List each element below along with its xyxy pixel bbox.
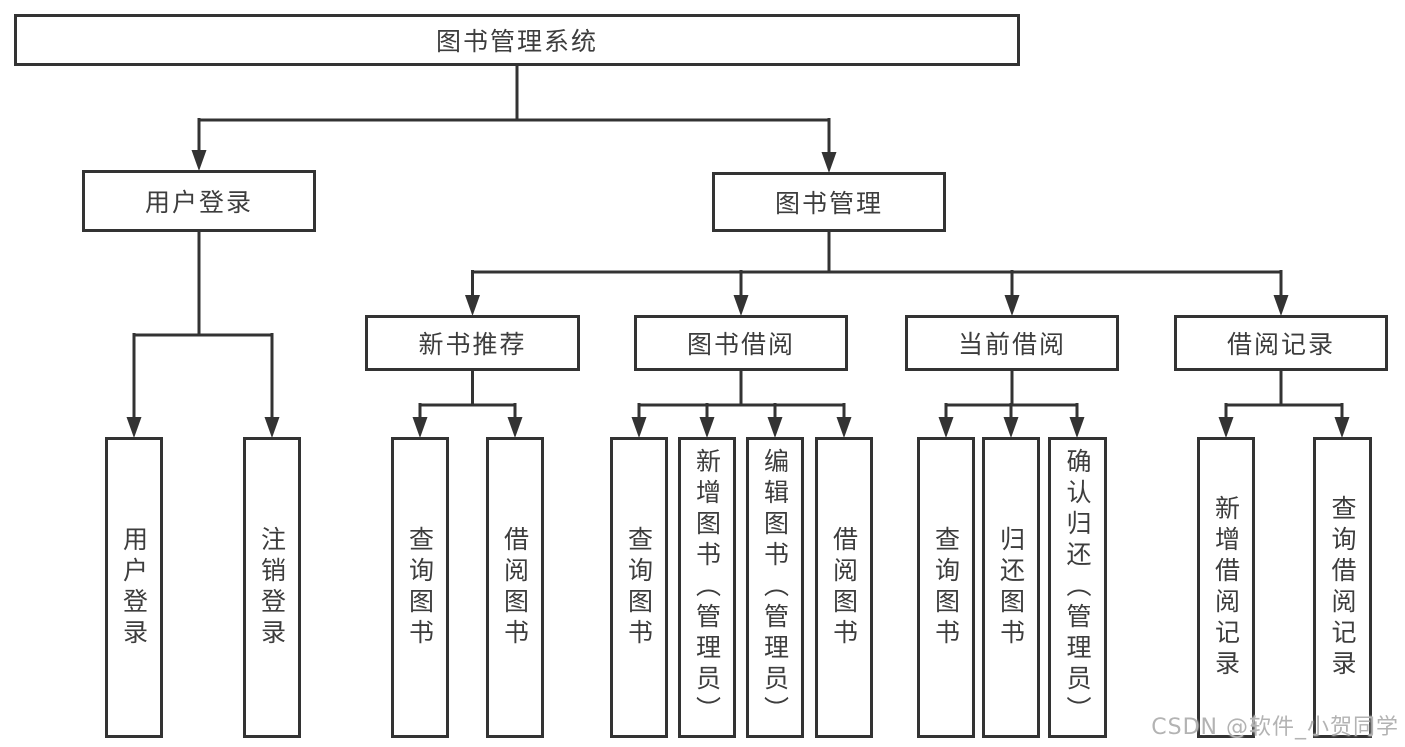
leaf-user-login: 用户登录 [105,437,163,738]
leaf-add-books-admin: 新增图书（管理员） [678,437,736,738]
leaf-label: 确认归还（管理员） [1063,448,1092,727]
leaf-label: 借阅图书 [500,525,530,650]
connectors-level3-to-leaves [418,370,1344,419]
leaf-query-books-recommend: 查询图书 [391,437,449,738]
leaf-label: 借阅图书 [829,525,859,650]
leaf-borrow-books: 借阅图书 [815,437,873,738]
leaf-label: 归还图书 [996,525,1026,650]
leaf-confirm-return-admin: 确认归还（管理员） [1048,437,1107,738]
leaf-return-books: 归还图书 [982,437,1040,738]
leaf-label: 查询图书 [624,525,654,650]
leaf-label: 新增图书（管理员） [692,448,722,727]
node-new-book-recommend: 新书推荐 [365,315,580,371]
leaf-label: 查询图书 [405,525,435,650]
connector-bookmgmt-to-level3 [471,232,1283,297]
node-book-management: 图书管理 [712,172,946,232]
leaf-label: 注销登录 [257,525,287,650]
leaf-add-borrow-record: 新增借阅记录 [1197,437,1255,738]
arrowheads-level2 [191,150,837,173]
node-current-borrowing: 当前借阅 [905,315,1119,371]
leaf-label: 查询借阅记录 [1328,494,1357,681]
leaf-borrow-books-recommend: 借阅图书 [486,437,544,738]
leaf-label: 查询图书 [931,525,961,650]
connector-root-to-level2 [197,66,831,154]
node-borrowing-records: 借阅记录 [1174,315,1388,371]
leaf-query-books-current: 查询图书 [917,437,975,738]
leaf-edit-books-admin: 编辑图书（管理员） [746,437,804,738]
csdn-watermark: CSDN @软件_小贺同学 [1151,715,1399,740]
node-root-system: 图书管理系统 [14,14,1020,66]
leaf-label: 用户登录 [119,525,149,650]
arrowheads-leaves [126,417,1350,438]
leaf-label: 编辑图书（管理员） [760,448,790,727]
leaf-query-books-borrowing: 查询图书 [610,437,668,738]
arrowheads-level3 [465,295,1289,316]
connector-userlogin-to-leaves [132,231,274,419]
leaf-logout: 注销登录 [243,437,301,738]
node-user-login: 用户登录 [82,170,316,232]
leaf-query-borrow-record: 查询借阅记录 [1313,437,1372,738]
leaf-label: 新增借阅记录 [1211,494,1241,681]
node-book-borrowing: 图书借阅 [634,315,848,371]
